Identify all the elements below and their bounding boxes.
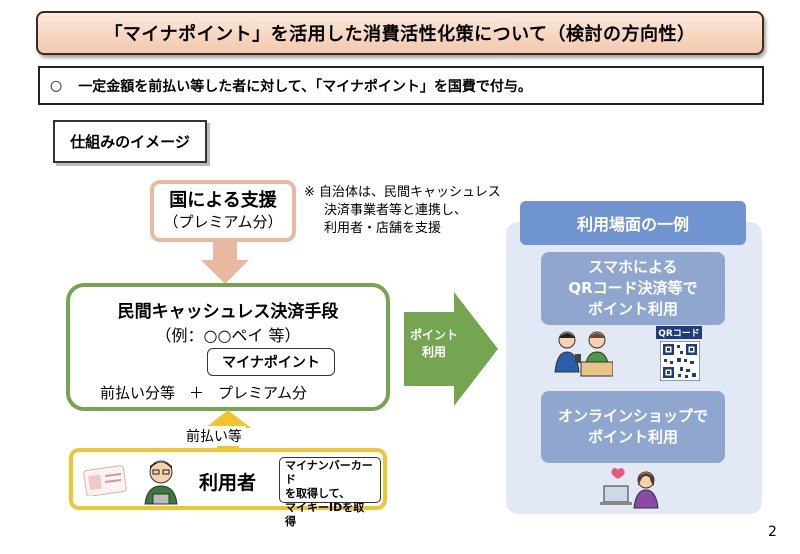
qr-code-icon — [660, 341, 700, 381]
cashless-example: （例：○○ペイ 等） — [155, 326, 301, 345]
qr-code-label: QRコード — [656, 326, 702, 339]
prepay-label: 前払い等 — [182, 426, 246, 446]
user-label: 利用者 — [199, 472, 257, 494]
page-title: 「マイナポイント」を活用した消費活性化策について（検討の方向性） — [36, 11, 764, 55]
mynapoint-label: マイナポイント — [207, 348, 335, 376]
cashless-title: 民間キャッシュレス決済手段 — [117, 302, 339, 322]
point-use-arrow-label: ポイント 利用 — [409, 328, 458, 359]
online-shopping-icon — [600, 468, 659, 509]
user-box: 利用者 マイナンバーカード を取得して、 マイキーIDを取得 — [69, 448, 387, 528]
usage-examples-header: 利用場面の一例 — [520, 201, 746, 245]
payment-breakdown: 前払い分等＋プレミアム分 — [100, 384, 307, 402]
usage-card-online-shop: オンラインショップで ポイント利用 — [541, 391, 725, 463]
mynumber-card-icon — [83, 465, 127, 496]
support-down-arrow — [201, 242, 249, 284]
summary-box: ○ 一定金額を前払い等した者に対して、「マイナポイント」を国費で付与。 — [38, 66, 764, 105]
summary-text: 一定金額を前払い等した者に対して、「マイナポイント」を国費で付与。 — [78, 78, 532, 95]
national-support-box: 国による支援 （プレミアム分） — [150, 180, 296, 242]
bullet-marker: ○ — [50, 77, 63, 94]
user-requirement-note: マイナンバーカード を取得して、 マイキーIDを取得 — [279, 457, 381, 528]
shop-counter-icon — [554, 331, 613, 377]
page-number: 2 — [768, 524, 777, 540]
point-use-arrow — [404, 292, 498, 406]
cashless-payment-box: 民間キャッシュレス決済手段 （例：○○ペイ 等） マイナポイント 前払い分等＋プ… — [66, 283, 390, 411]
support-sub-label: （プレミアム分） — [163, 212, 283, 231]
mechanism-label: 仕組みのイメージ — [53, 120, 207, 163]
usage-card-qr-payment: スマホによる QRコード決済等で ポイント利用 — [541, 252, 725, 325]
municipality-note: ※ 自治体は、民間キャッシュレス 決済事業者等と連携し、 利用者・店舗を支援 — [304, 185, 501, 236]
user-person-icon — [144, 460, 178, 505]
support-main-label: 国による支援 — [169, 190, 277, 212]
